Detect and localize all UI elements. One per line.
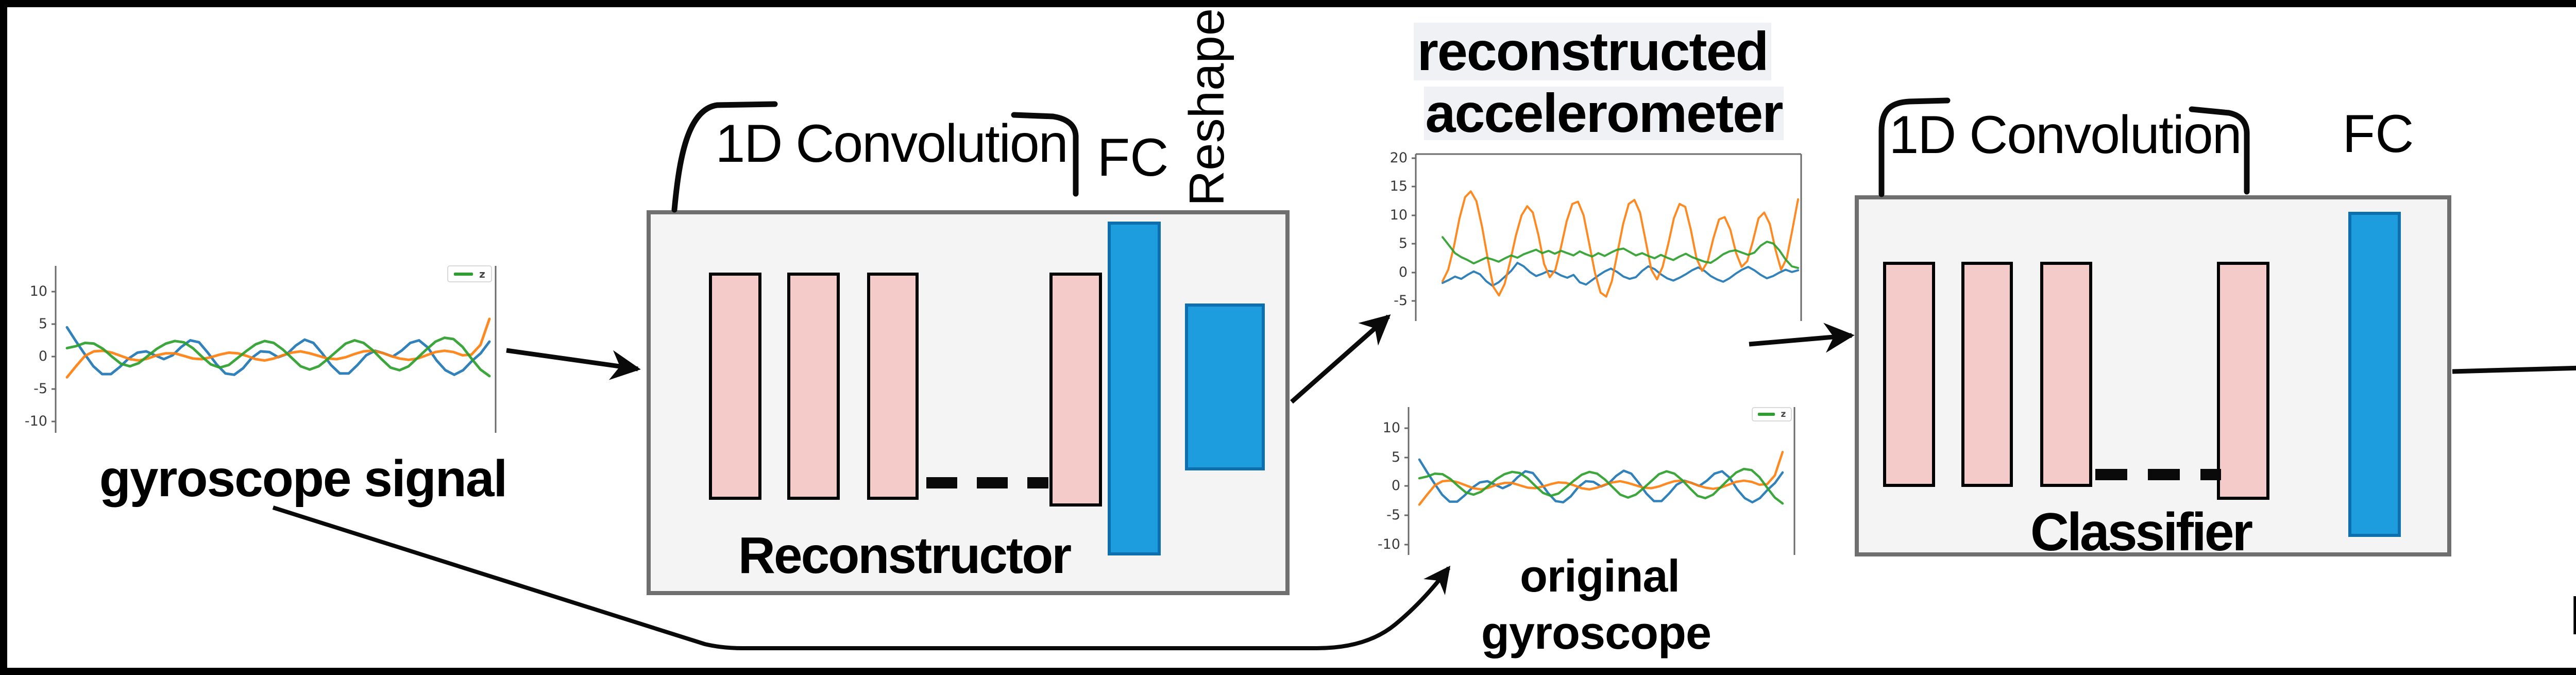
y-tick-label: -10	[1377, 536, 1400, 552]
y-tick-label: -5	[1394, 293, 1408, 309]
y-tick-label: 10	[29, 283, 47, 299]
y-tick-label: 20	[1389, 150, 1408, 166]
gyroscope-input-plot: 10 5 0 -5 -10 z	[25, 258, 510, 443]
legend-label: z	[1781, 409, 1786, 419]
recon-fc-layer	[1108, 222, 1161, 555]
clf-conv-layer-n	[2217, 262, 2269, 500]
y-tick-label: 5	[1398, 235, 1408, 251]
signal-line-green	[1418, 467, 1784, 505]
recon-conv-layer-1	[709, 273, 761, 500]
y-tick-label: -5	[1386, 507, 1400, 523]
gyroscope-signal-label: gyroscope signal	[99, 450, 507, 508]
y-tick-label: -5	[33, 381, 47, 397]
clf-fc-layer	[2348, 212, 2401, 537]
legend-line-sample	[1757, 413, 1775, 416]
prediction-label: Prediction	[2466, 586, 2576, 645]
arrow-input-to-reconstructor	[506, 348, 641, 380]
clf-fc-annotation: FC	[2342, 104, 2414, 164]
recon-conv-layer-2	[787, 273, 840, 500]
plot-legend: z	[447, 265, 492, 282]
y-tick-label: 10	[1382, 420, 1400, 436]
arrow-signals-to-classifier	[1749, 323, 1855, 353]
original-gyro-label-line1: original	[1520, 550, 1680, 601]
recon-conv-bracket-right	[1011, 112, 1079, 197]
y-tick-label: 0	[1398, 264, 1408, 280]
recon-reshape-layer	[1185, 303, 1265, 470]
clf-conv-layer-1	[1883, 262, 1935, 487]
y-tick-label: 10	[1389, 207, 1408, 223]
plot-canvas	[1404, 407, 1795, 555]
recon-conv-layer-3	[867, 273, 919, 500]
clf-conv-bracket-left	[1878, 97, 1951, 197]
reconstructed-accelerometer-plot: 20 15 10 5 0 -5	[1386, 149, 1814, 325]
y-tick-label: -10	[24, 413, 47, 429]
recon-conv-bracket-left	[671, 101, 778, 213]
plot-legend: z	[1752, 407, 1792, 421]
signal-line-orange	[1442, 190, 1799, 298]
classifier-label: Classifier	[2030, 502, 2253, 562]
reconstructed-accel-label-line1: reconstructed	[1414, 23, 1771, 80]
y-tick-label: 15	[1389, 178, 1408, 194]
original-gyro-label-line2: gyroscope	[1481, 608, 1711, 659]
reconstructed-accel-label-line2: accelerometer	[1424, 86, 1784, 141]
recon-conv-layer-n	[1049, 273, 1102, 507]
recon-fc-annotation: FC	[1097, 128, 1169, 188]
y-tick-label: 0	[38, 348, 47, 364]
y-tick-label: 5	[38, 316, 47, 332]
legend-label: z	[479, 267, 485, 280]
y-tick-label: 0	[1391, 478, 1400, 494]
signal-line-green	[65, 336, 491, 378]
legend-line-sample	[454, 272, 473, 276]
arrow-reconstructor-to-accel	[1290, 314, 1391, 404]
clf-conv-layer-2	[1961, 262, 2013, 487]
y-tick-label: 5	[1391, 449, 1400, 465]
recon-conv-annotation: 1D Convolution	[715, 114, 1068, 174]
original-gyroscope-plot: 10 5 0 -5 -10 z	[1378, 402, 1803, 556]
signal-line-green	[1442, 236, 1799, 269]
plot-canvas	[1412, 153, 1802, 321]
clf-conv-bracket-right	[2189, 106, 2250, 195]
plot-canvas	[52, 266, 497, 433]
arrow-classifier-to-prediction	[2452, 365, 2576, 374]
clf-conv-annotation: 1D Convolution	[1889, 105, 2242, 165]
clf-conv-layer-3	[2040, 262, 2092, 487]
reconstructor-label: Reconstructor	[738, 527, 1072, 584]
arrow-signal-to-original-gyro	[272, 505, 1451, 650]
signal-line-blue	[1442, 262, 1799, 287]
